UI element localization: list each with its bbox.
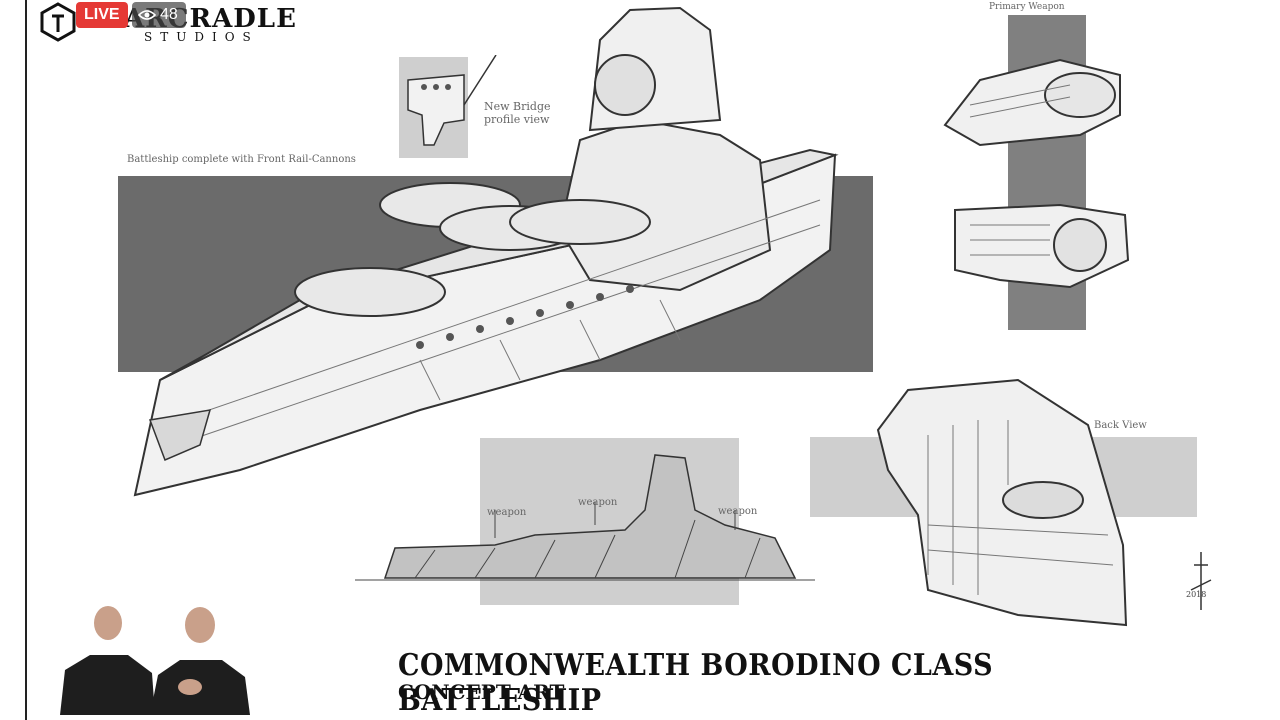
live-badge: LIVE	[76, 2, 128, 28]
battleship-sketch-main	[133, 6, 839, 497]
primary-weapon-sketch	[943, 58, 1130, 289]
viewer-count: 48	[160, 6, 178, 23]
caption-main-view: Battleship complete with Front Rail-Cann…	[127, 154, 356, 165]
eye-icon	[138, 10, 156, 20]
studio-logo-icon	[40, 2, 76, 42]
side-view-sketch	[355, 454, 815, 581]
sheet-subtitle: CONCEPT ART	[398, 680, 565, 704]
sheet-title: COMMONWEALTH BORODINO CLASS BATTLESHIP	[398, 648, 994, 718]
viewer-count-badge: 48	[132, 2, 186, 28]
weapon-label-center: weapon	[578, 497, 618, 508]
weapon-label-right: weapon	[718, 506, 758, 517]
artist-signature	[1190, 552, 1212, 610]
studio-logo-subtitle: STUDIOS	[144, 30, 259, 44]
presenters-webcam	[40, 595, 255, 715]
caption-back-view: Back View	[1094, 420, 1147, 431]
caption-primary-weapon: Primary Weapon	[989, 2, 1065, 12]
signature-year: 2018	[1186, 590, 1207, 599]
caption-bridge-line2: profile view	[484, 113, 550, 126]
weapon-label-left: weapon	[487, 507, 527, 518]
back-view-sketch	[876, 378, 1128, 627]
caption-bridge-line1: New Bridge	[484, 100, 551, 113]
bridge-profile-sketch	[407, 55, 497, 146]
caption-bridge: New Bridge profile view	[484, 100, 551, 126]
left-frame-edge	[0, 0, 27, 720]
